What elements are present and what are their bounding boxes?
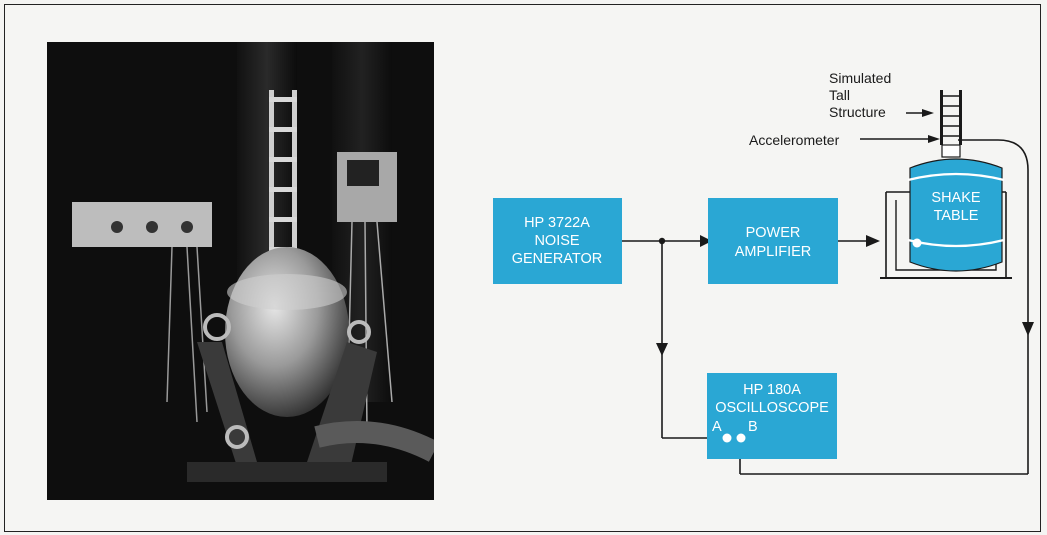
oscilloscope-line-1: HP 180A [743,382,801,398]
power-amplifier-line-2: AMPLIFIER [735,244,812,260]
power-amplifier-block [708,198,838,284]
port-a-label: A [712,419,722,435]
noise-generator-line-2: NOISE [534,233,579,249]
equipment-photo [47,42,434,500]
arrow-down-return-icon [1022,322,1034,336]
structure-label-line-2: Tall [829,87,850,103]
accelerometer-label: Accelerometer [749,132,840,148]
signal-lines [622,139,1029,475]
accelerometer-arrow-icon [928,135,940,143]
structure-label-line-1: Simulated [829,70,891,86]
oscilloscope-block [707,373,837,459]
port-b-dot [736,433,746,443]
shake-table-line-1: SHAKE [931,190,980,206]
junction-dot [658,237,666,245]
power-amplifier-line-1: POWER [746,225,801,241]
shake-table-drawing [880,90,1012,279]
noise-generator-line-3: GENERATOR [512,251,603,267]
structure-label-line-3: Structure [829,104,886,120]
arrow-to-scope-icon [656,343,668,356]
arrow-to-amplifier-icon [700,235,712,247]
shake-table-line-2: TABLE [934,208,979,224]
structure-arrow-icon [922,109,934,117]
oscilloscope-line-2: OSCILLOSCOPE [715,400,829,416]
arrow-to-shaker-icon [866,235,880,247]
noise-generator-line-1: HP 3722A [524,215,590,231]
port-b-label: B [748,419,758,435]
equipment-photo-drawing [47,42,434,500]
noise-generator-block [493,198,622,284]
port-a-dot [722,433,732,443]
